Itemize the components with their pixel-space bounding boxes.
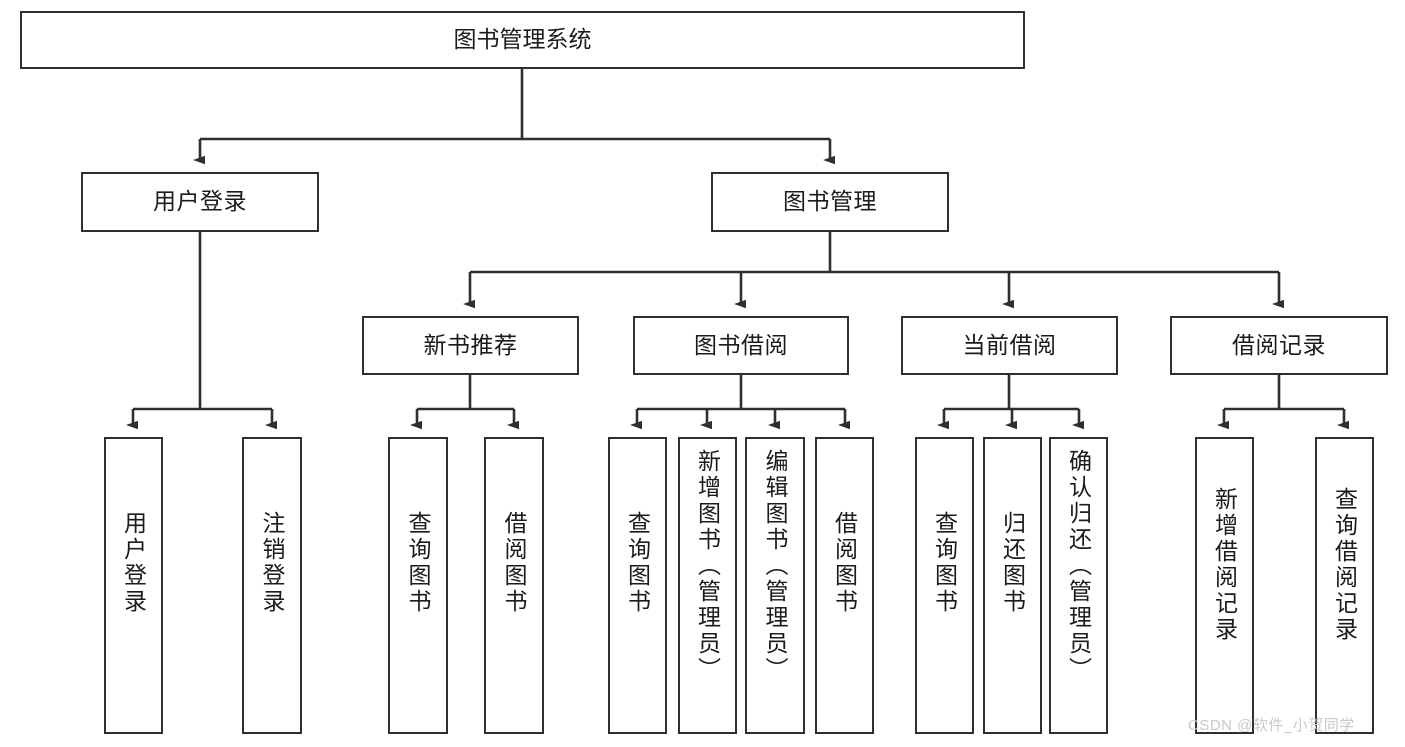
node-label: 新增图书（管理员） bbox=[694, 449, 721, 683]
node-label: 查询借阅记录 bbox=[1331, 487, 1358, 643]
leaf-bb-borrow-book[interactable]: 借阅图书 bbox=[815, 437, 874, 734]
node-new-book-recommend[interactable]: 新书推荐 bbox=[362, 316, 579, 375]
node-label: 查询图书 bbox=[931, 511, 958, 615]
leaf-nbr-borrow-book[interactable]: 借阅图书 bbox=[484, 437, 544, 734]
leaf-bb-query-book[interactable]: 查询图书 bbox=[608, 437, 667, 734]
node-label: 注销登录 bbox=[259, 511, 285, 615]
leaf-cb-confirm-return-admin[interactable]: 确认归还（管理员） bbox=[1049, 437, 1108, 734]
csdn-watermark: CSDN @软件_小贺同学 bbox=[1188, 717, 1355, 734]
leaf-br-query-record[interactable]: 查询借阅记录 bbox=[1315, 437, 1374, 734]
node-label: 图书借阅 bbox=[694, 331, 788, 358]
node-book-borrow[interactable]: 图书借阅 bbox=[633, 316, 849, 375]
node-label: 图书管理系统 bbox=[453, 26, 592, 53]
node-label: 借阅图书 bbox=[831, 511, 858, 615]
leaf-user-login[interactable]: 用户登录 bbox=[104, 437, 163, 734]
node-book-management[interactable]: 图书管理 bbox=[711, 172, 949, 232]
node-user-login[interactable]: 用户登录 bbox=[81, 172, 319, 232]
node-label: 编辑图书（管理员） bbox=[762, 449, 788, 683]
node-label: 新书推荐 bbox=[423, 331, 518, 358]
node-label: 确认归还（管理员） bbox=[1065, 449, 1092, 683]
node-label: 用户登录 bbox=[153, 188, 247, 215]
leaf-br-add-record[interactable]: 新增借阅记录 bbox=[1195, 437, 1254, 734]
node-label: 用户登录 bbox=[120, 511, 147, 615]
node-label: 归还图书 bbox=[999, 511, 1026, 615]
node-label: 借阅记录 bbox=[1232, 331, 1326, 358]
node-label: 查询图书 bbox=[405, 511, 431, 615]
leaf-cb-query-book[interactable]: 查询图书 bbox=[915, 437, 974, 734]
leaf-user-logout[interactable]: 注销登录 bbox=[242, 437, 302, 734]
node-current-borrow[interactable]: 当前借阅 bbox=[901, 316, 1118, 375]
node-label: 当前借阅 bbox=[962, 331, 1057, 358]
leaf-cb-return-book[interactable]: 归还图书 bbox=[983, 437, 1042, 734]
node-label: 新增借阅记录 bbox=[1211, 487, 1238, 643]
node-borrow-record[interactable]: 借阅记录 bbox=[1170, 316, 1388, 375]
leaf-bb-edit-book-admin[interactable]: 编辑图书（管理员） bbox=[745, 437, 805, 734]
leaf-nbr-query-book[interactable]: 查询图书 bbox=[388, 437, 448, 734]
node-label: 借阅图书 bbox=[501, 511, 527, 615]
node-root-system[interactable]: 图书管理系统 bbox=[20, 11, 1025, 69]
node-label: 查询图书 bbox=[624, 511, 651, 615]
node-label: 图书管理 bbox=[783, 188, 877, 215]
leaf-bb-add-book-admin[interactable]: 新增图书（管理员） bbox=[678, 437, 737, 734]
